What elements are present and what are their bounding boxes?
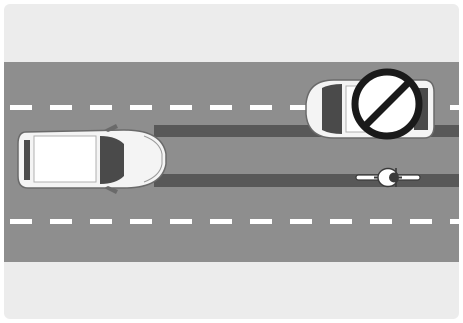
prohibition-sign-icon <box>355 72 419 136</box>
road-scene <box>4 4 459 319</box>
road-scene-svg <box>4 4 459 319</box>
car-icon <box>18 124 166 194</box>
